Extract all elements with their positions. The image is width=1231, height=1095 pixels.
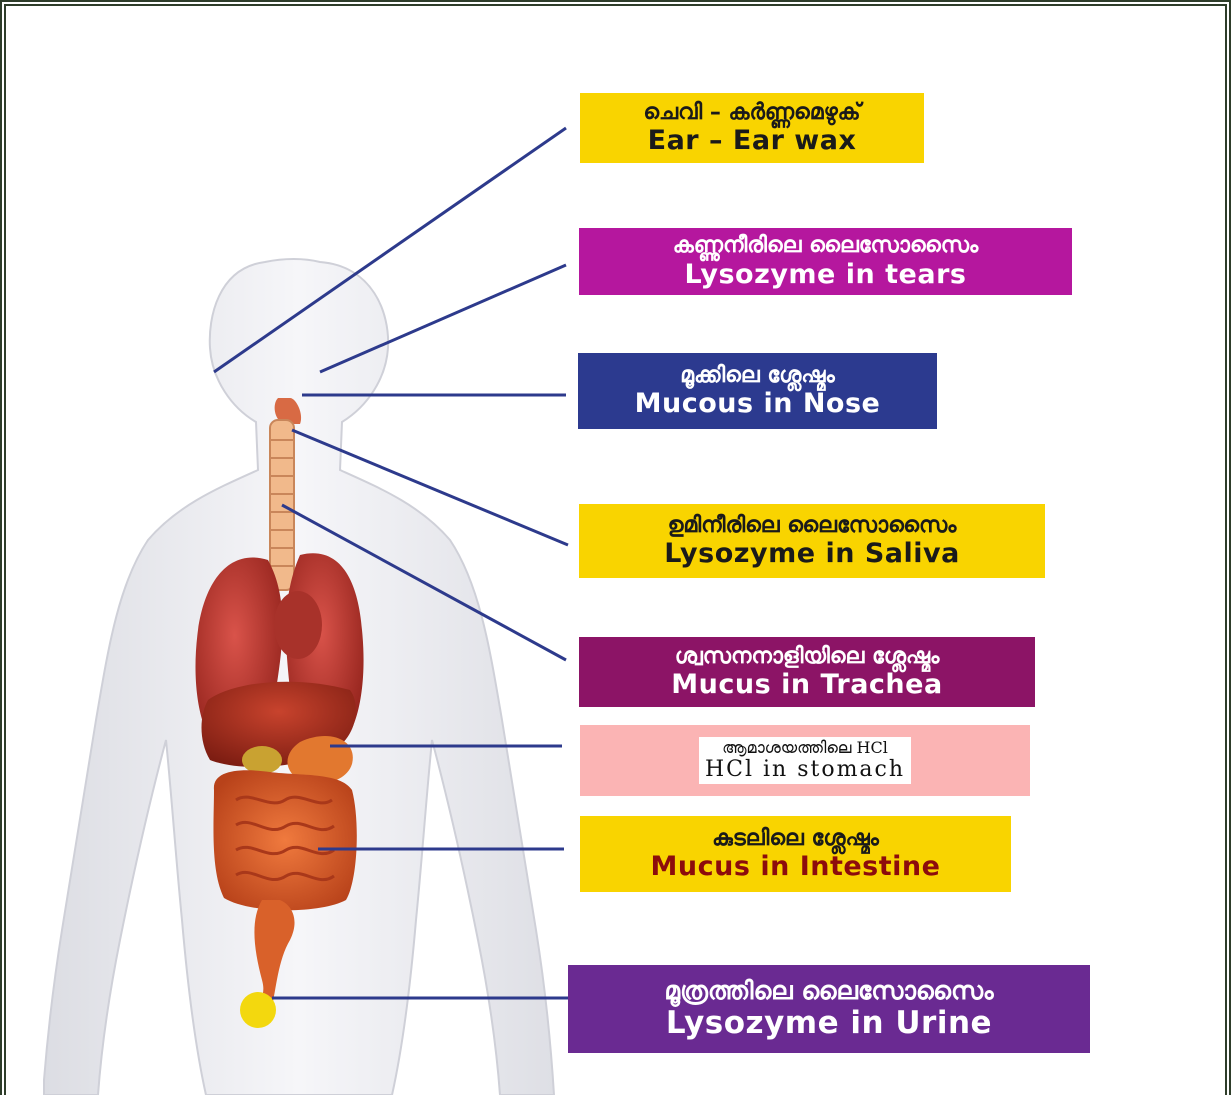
label-mucus-intestine: കുടലിലെ ശ്ലേഷ്മം Mucus in Intestine [580, 816, 1011, 892]
label-stomach-ml: ആമാശയത്തിലെ HCl [705, 739, 905, 757]
label-trachea-ml: ശ്വസനനാളിയിലെ ശ്ലേഷ്മം [675, 644, 940, 669]
label-nose-en: Mucous in Nose [635, 388, 881, 419]
label-intestine-en: Mucus in Intestine [651, 851, 941, 882]
bladder-marker [240, 992, 276, 1028]
label-ear-ml: ചെവി – കർണ്ണമെഴുക് [643, 100, 860, 125]
label-lysozyme-saliva: ഉമിനീരിലെ ലൈസോസൈം Lysozyme in Saliva [579, 504, 1045, 578]
label-nose-ml: മൂക്കിലെ ശ്ലേഷ്മം [680, 363, 834, 388]
label-lysozyme-tears: കണ്ണുനീരിലെ ലൈസോസൈം Lysozyme in tears [579, 228, 1072, 295]
label-ear-en: Ear – Ear wax [648, 125, 857, 156]
label-tears-en: Lysozyme in tears [685, 259, 967, 290]
label-intestine-ml: കുടലിലെ ശ്ലേഷ്മം [712, 826, 879, 851]
label-stomach-en: HCl in stomach [705, 757, 905, 782]
label-hcl-stomach: ആമാശയത്തിലെ HCl HCl in stomach [580, 725, 1030, 796]
label-urine-ml: മൂത്രത്തിലെ ലൈസോസൈം [664, 977, 993, 1006]
label-tears-ml: കണ്ണുനീരിലെ ലൈസോസൈം [673, 233, 978, 258]
label-trachea-en: Mucus in Trachea [671, 669, 942, 700]
label-ear-wax: ചെവി – കർണ്ണമെഴുക് Ear – Ear wax [580, 93, 924, 163]
label-lysozyme-urine: മൂത്രത്തിലെ ലൈസോസൈം Lysozyme in Urine [568, 965, 1090, 1053]
label-hcl-inner: ആമാശയത്തിലെ HCl HCl in stomach [699, 737, 911, 785]
label-saliva-ml: ഉമിനീരിലെ ലൈസോസൈം [668, 513, 957, 538]
label-urine-en: Lysozyme in Urine [666, 1006, 992, 1042]
label-saliva-en: Lysozyme in Saliva [664, 538, 960, 569]
label-mucus-trachea: ശ്വസനനാളിയിലെ ശ്ലേഷ്മം Mucus in Trachea [579, 637, 1035, 707]
label-mucous-nose: മൂക്കിലെ ശ്ലേഷ്മം Mucous in Nose [578, 353, 937, 429]
